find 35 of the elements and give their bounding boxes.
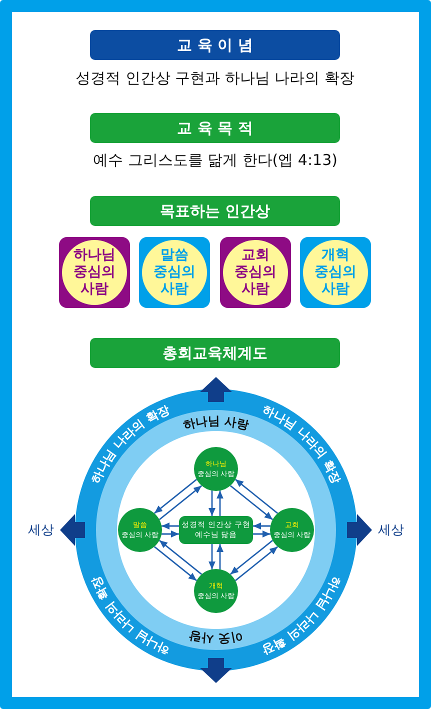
text-line: 예수 그리스도를 닮게 한다(엡 4:13) <box>93 150 338 170</box>
arrow <box>158 485 202 520</box>
arrow <box>253 530 270 538</box>
section-header: 교 육 이 념 <box>90 30 340 60</box>
person-card <box>59 237 130 308</box>
person-card <box>220 237 291 308</box>
person-card <box>300 237 371 308</box>
section-header: 목표하는 인간상 <box>90 196 340 226</box>
ring-label: 이웃 사랑 <box>188 629 244 646</box>
arrow <box>154 478 198 514</box>
ring-label: 하나님 사랑 <box>182 414 250 433</box>
card-label: 하나님 중심의 사람 <box>72 247 116 298</box>
arrow <box>158 540 202 575</box>
arrow <box>230 485 274 520</box>
text-line: 성경적 인간상 구현과 하나님 나라의 확장 <box>76 68 354 88</box>
arrow <box>253 522 270 530</box>
arrow <box>216 490 224 516</box>
arrow <box>208 544 216 570</box>
section-header: 총회교육체계도 <box>90 338 340 368</box>
arrow <box>234 546 278 582</box>
arrow <box>154 546 198 582</box>
center-box <box>179 516 253 544</box>
arrow <box>162 522 179 530</box>
arrow <box>234 478 278 514</box>
text-line: 세상 <box>28 522 54 539</box>
card-label: 개혁 중심의 사람 <box>314 247 358 298</box>
person-card <box>139 237 210 308</box>
card-label: 교회 중심의 사람 <box>234 247 278 298</box>
arrow <box>230 540 274 575</box>
text-line: 세상 <box>378 522 404 539</box>
arrow <box>208 490 216 516</box>
section-header: 교 육 목 적 <box>90 113 340 143</box>
card-label: 말씀 중심의 사람 <box>152 247 196 298</box>
arrow <box>162 530 179 538</box>
arrow <box>216 544 224 570</box>
